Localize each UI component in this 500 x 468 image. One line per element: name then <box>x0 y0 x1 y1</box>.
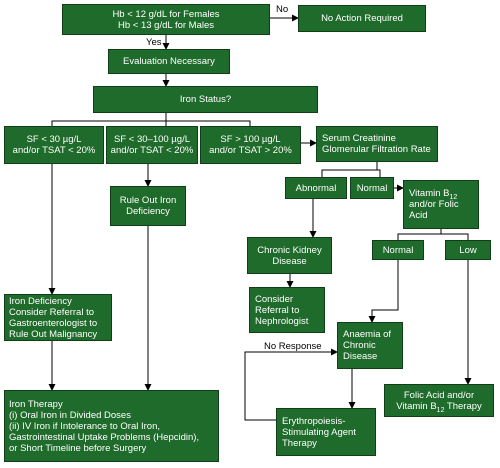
node-iron-therapy-line-1: Iron Therapy <box>9 398 63 410</box>
node-evaluation-line-1: Evaluation Necessary <box>123 56 215 67</box>
node-hb-line-2: Hb < 13 g/dL for Males <box>117 19 215 31</box>
node-low-b12-line-1: Low <box>459 244 477 256</box>
node-sf-lt-30-line-1: SF < 30 µg/L <box>26 134 82 145</box>
node-nephrologist-line-1: Consider <box>255 293 294 305</box>
node-sf-lt-30-line-2: and/or TSAT < 20% <box>12 145 96 156</box>
node-hb-line-1: Hb < 12 g/dL for Females <box>112 8 220 20</box>
node-iron-deficiency-line-3: Gastroenterologist to <box>9 317 98 329</box>
node-iron-therapy-line-5: or Short Timeline before Surgery <box>9 442 147 454</box>
node-iron-deficiency-line-4: Rule Out Malignancy <box>9 328 98 340</box>
node-iron-therapy-line-3: (ii) IV Iron if Intolerance to Oral Iron… <box>9 420 161 432</box>
node-hb: Hb < 12 g/dL for Females Hb < 13 g/dL fo… <box>62 4 270 35</box>
node-esa: Erythropoiesis- Stimulating Agent Therap… <box>276 408 376 456</box>
node-creatinine: Serum Creatinine Glomerular Filtration R… <box>316 126 438 162</box>
node-creatinine-line-2: Glomerular Filtration Rate <box>322 144 431 155</box>
edge-no-response <box>244 348 338 421</box>
node-vitamin-b12-line-1: Vitamin B12 <box>409 188 458 201</box>
node-normal-b12-line-1: Normal <box>382 244 414 256</box>
node-rule-out: Rule Out Iron Deficiency <box>110 186 186 226</box>
node-vitamin-b12-line-3: Acid <box>409 210 428 221</box>
node-anaemia-line-1: Anaemia of <box>343 329 392 340</box>
node-normal-gfr: Normal <box>350 177 394 199</box>
label-no: No <box>276 4 289 15</box>
node-folic-acid-line-1: Folic Acid and/or <box>403 389 475 401</box>
node-abnormal: Abnormal <box>285 177 347 199</box>
node-iron-deficiency-line-2: Consider Referral to <box>9 306 95 318</box>
node-iron-status-line-1: Iron Status? <box>179 94 232 105</box>
node-nephrologist: Consider Referral to Nephrologist <box>249 287 325 333</box>
node-abnormal-line-1: Abnormal <box>295 182 337 194</box>
node-iron-deficiency-line-1: Iron Deficiency <box>9 295 72 307</box>
node-vitamin-b12: Vitamin B12 and/or Folic Acid <box>403 180 479 229</box>
node-esa-line-1: Erythropoiesis- <box>282 415 346 427</box>
node-sf-gt-100-line-2: and/or TSAT > 20% <box>209 145 292 156</box>
edge-creatinine-split <box>321 162 381 177</box>
edge-vitb12-split <box>397 229 469 240</box>
node-sf-gt-100: SF > 100 µg/L and/or TSAT > 20% <box>200 126 301 164</box>
node-sf-30-100-line-1: SF < 30–100 µg/L <box>114 134 190 145</box>
node-ckd-line-2: Disease <box>272 255 307 267</box>
label-no-response: No Response <box>264 341 322 352</box>
node-sf-gt-100-line-1: SF > 100 µg/L <box>220 134 281 145</box>
node-sf-lt-30: SF < 30 µg/L and/or TSAT < 20% <box>4 126 104 164</box>
node-vitamin-b12-subscript: 12 <box>449 193 458 201</box>
node-anaemia-line-2: Chronic <box>343 340 376 351</box>
node-rule-out-line-1: Rule Out Iron <box>119 195 177 206</box>
node-normal-gfr-line-1: Normal <box>356 182 388 194</box>
node-folic-acid-line-2: Vitamin B12 Therapy <box>396 400 482 414</box>
node-anaemia-line-3: Disease <box>343 351 378 362</box>
node-esa-line-2: Stimulating Agent <box>282 426 356 438</box>
node-folic-acid-text-end: Therapy <box>444 400 482 412</box>
node-ckd: Chronic Kidney Disease <box>247 237 332 274</box>
node-anaemia: Anaemia of Chronic Disease <box>337 322 403 369</box>
node-nephrologist-line-2: Referral to <box>255 304 300 316</box>
node-ckd-line-1: Chronic Kidney <box>257 244 322 256</box>
node-sf-30-100-line-2: and/or TSAT < 20% <box>110 145 194 156</box>
node-no-action-line-1: No Action Required <box>321 13 403 24</box>
node-vitamin-b12-text: Vitamin B <box>409 188 450 199</box>
label-yes: Yes <box>146 37 162 48</box>
node-iron-status: Iron Status? <box>93 86 318 113</box>
node-sf-30-100: SF < 30–100 µg/L and/or TSAT < 20% <box>106 126 198 164</box>
node-vitamin-b12-line-2: and/or Folic <box>409 199 459 210</box>
node-folic-acid-text: Vitamin B <box>396 400 437 412</box>
node-creatinine-line-1: Serum Creatinine <box>322 133 396 144</box>
node-normal-b12: Normal <box>372 240 424 260</box>
edge-iron-branches <box>51 113 251 126</box>
node-iron-therapy-line-4: Gastrointestinal Uptake Problems (Hepcid… <box>9 431 200 443</box>
node-no-action: No Action Required <box>298 5 426 32</box>
node-iron-deficiency: Iron Deficiency Consider Referral to Gas… <box>4 294 112 341</box>
node-low-b12: Low <box>445 240 491 260</box>
node-evaluation: Evaluation Necessary <box>108 49 230 74</box>
node-esa-line-3: Therapy <box>282 437 317 449</box>
node-nephrologist-line-3: Nephrologist <box>255 315 309 327</box>
node-iron-therapy: Iron Therapy (i) Oral Iron in Divided Do… <box>4 390 219 462</box>
node-rule-out-line-2: Deficiency <box>126 206 170 217</box>
node-folic-acid-subscript: 12 <box>436 406 445 414</box>
edge-normal-anaemia <box>368 260 399 323</box>
node-iron-therapy-line-2: (i) Oral Iron in Divided Doses <box>9 409 131 421</box>
node-folic-acid: Folic Acid and/or Vitamin B12 Therapy <box>384 384 494 417</box>
